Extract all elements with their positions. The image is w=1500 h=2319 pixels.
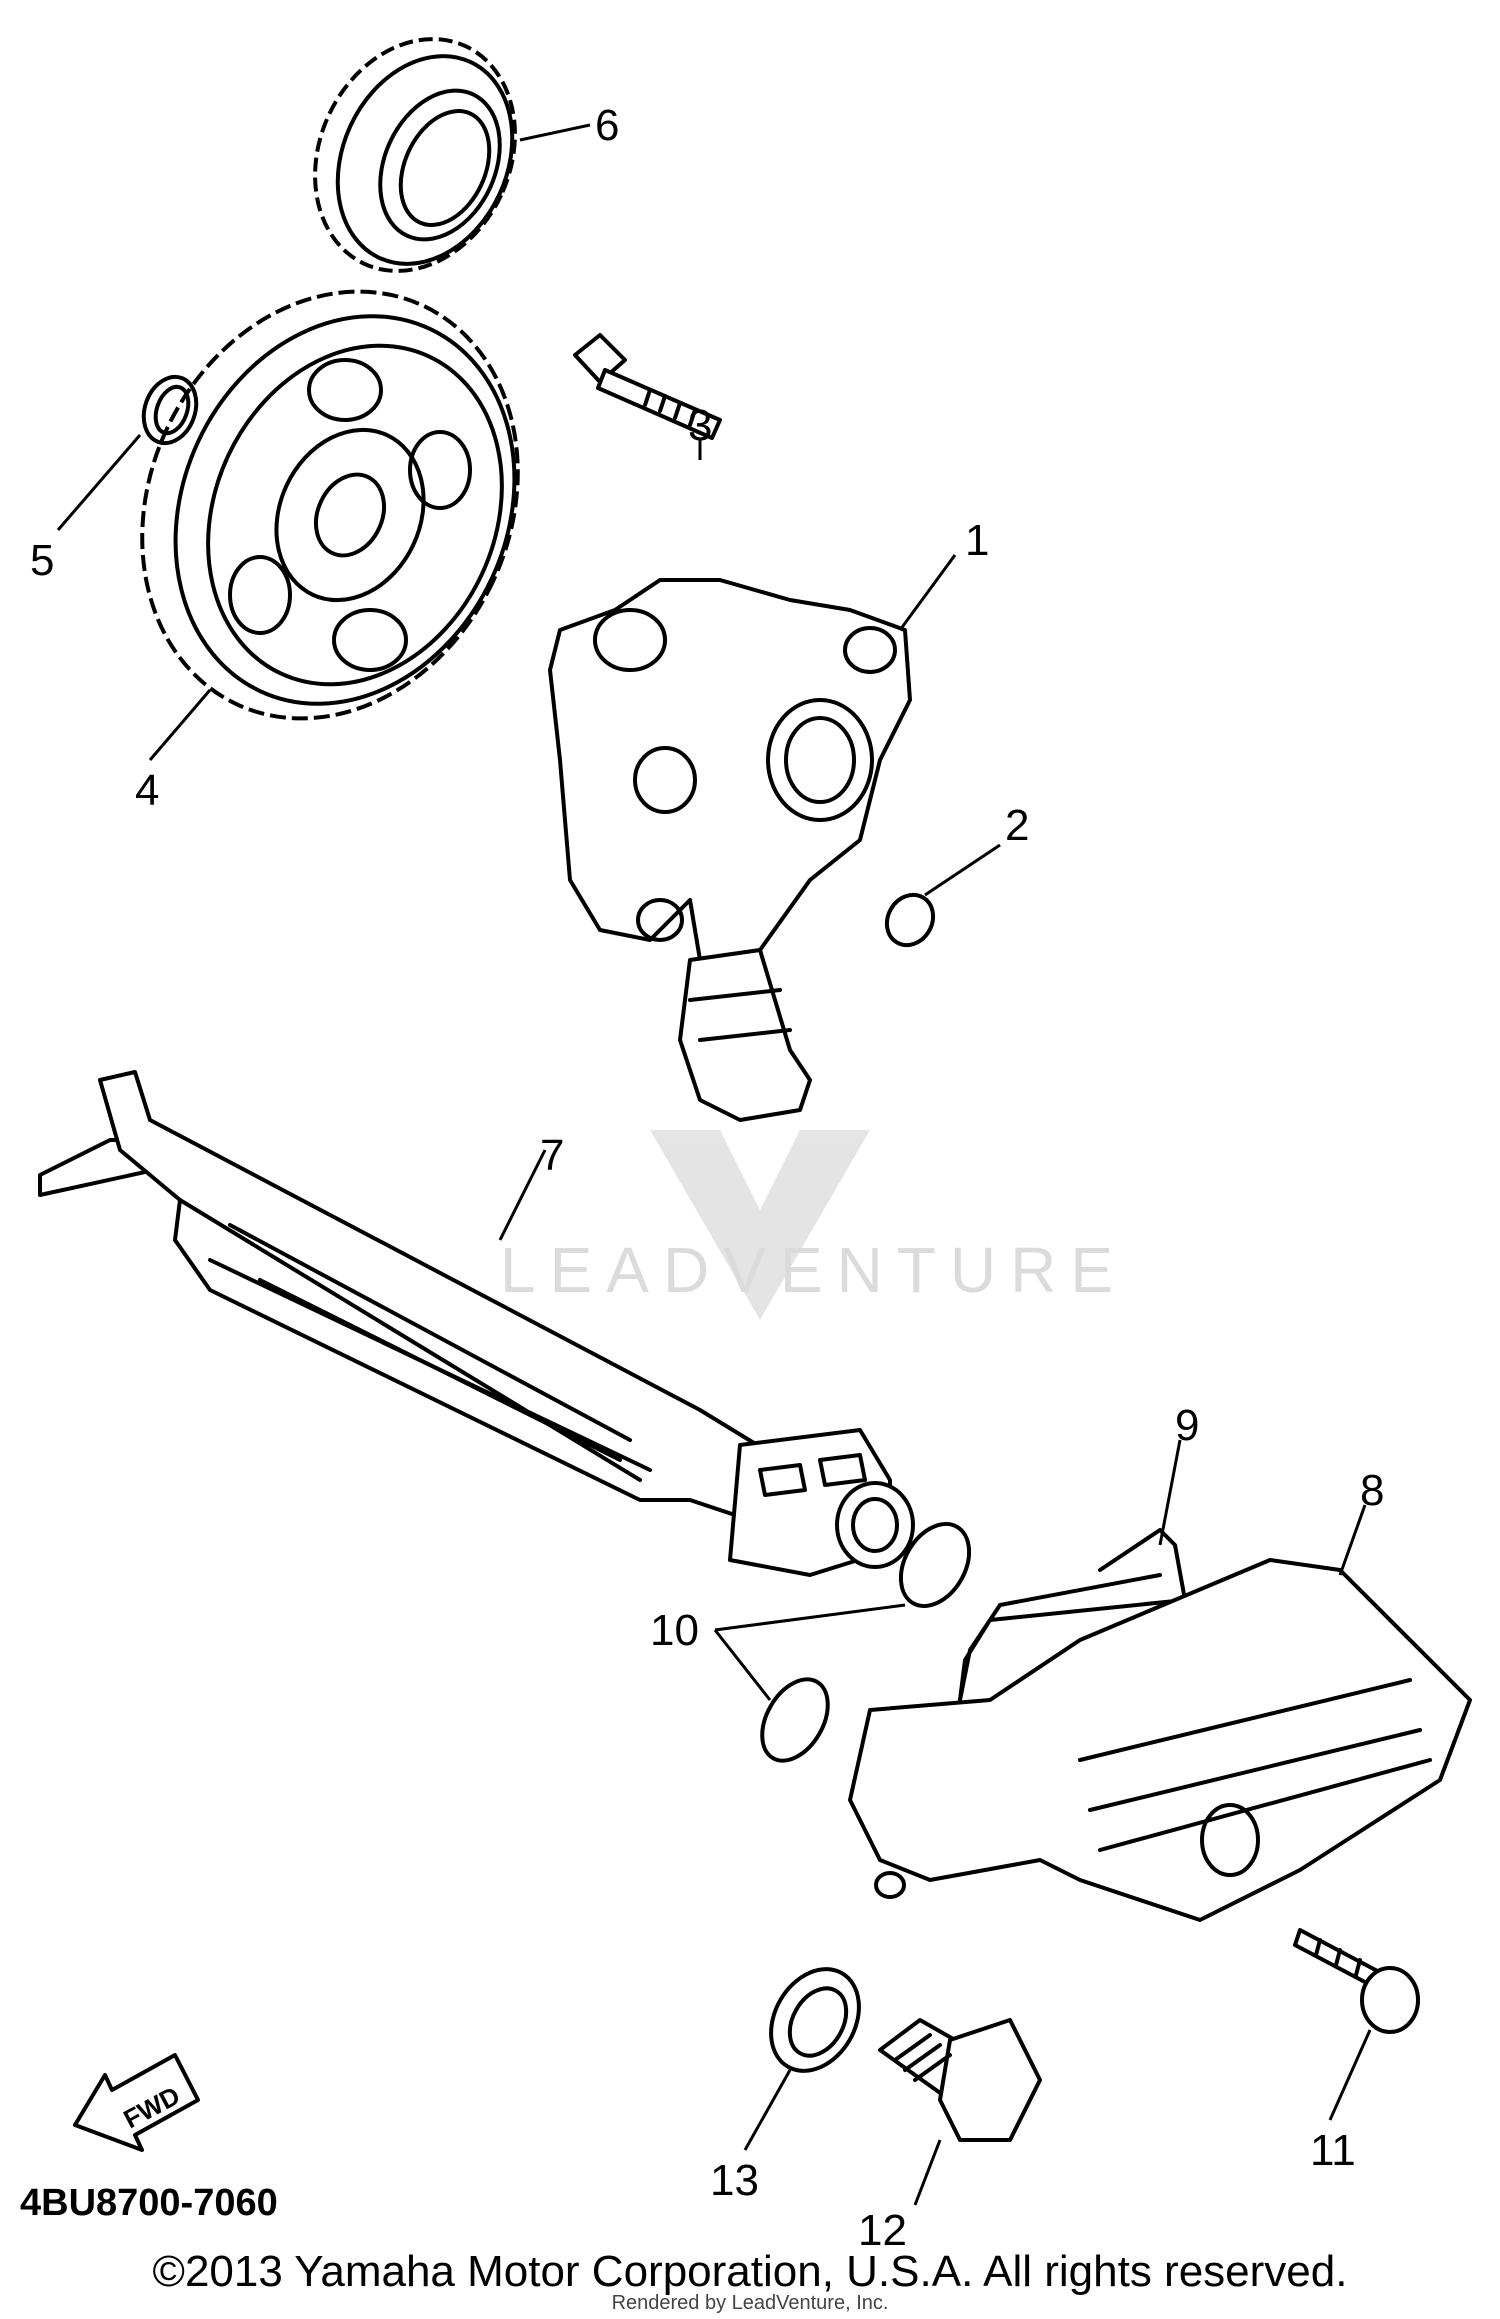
strainer-cover[interactable]	[848, 1558, 1472, 1922]
forward-arrow: FWD	[73, 2053, 200, 2152]
callout-13: 13	[710, 2156, 759, 2205]
watermark-text: LEADVENTURE	[500, 1234, 1127, 1306]
callout-8: 8	[1360, 1466, 1384, 1515]
small-gear[interactable]	[278, 6, 552, 304]
drain-bolt[interactable]	[878, 2018, 1042, 2142]
rendered-by: Rendered by LeadVenture, Inc.	[611, 2292, 889, 2314]
callout-10: 10	[650, 1606, 699, 1655]
screw[interactable]	[1293, 1928, 1420, 2034]
callout-4: 4	[135, 766, 159, 815]
o-ring-lower[interactable]	[749, 1668, 841, 1772]
watermark-logo: LEADVENTURE	[500, 1130, 1127, 1320]
callout-9: 9	[1175, 1401, 1199, 1450]
oil-strainer[interactable]	[38, 1070, 915, 1577]
o-ring-small[interactable]	[878, 886, 942, 953]
large-gear[interactable]	[74, 230, 586, 781]
o-ring-upper[interactable]	[887, 1512, 983, 1618]
callout-7: 7	[540, 1131, 564, 1180]
callout-12: 12	[858, 2206, 907, 2255]
callout-2: 2	[1005, 801, 1029, 850]
oil-pump-body[interactable]	[548, 578, 912, 1122]
callout-11: 11	[1310, 2126, 1356, 2175]
callouts: 1 2 3 4 5 6 7 8 9 10 11 12 13	[30, 101, 1384, 2255]
part-code: 4BU8700-7060	[20, 2182, 278, 2224]
callout-5: 5	[30, 536, 54, 585]
callout-1: 1	[965, 516, 989, 565]
gasket[interactable]	[958, 1528, 1187, 1702]
leader-lines	[56, 123, 1372, 2206]
circlip[interactable]	[135, 369, 205, 450]
washer[interactable]	[753, 1953, 876, 2087]
callout-3: 3	[688, 401, 712, 450]
copyright-notice: ©2013 Yamaha Motor Corporation, U.S.A. A…	[152, 2247, 1348, 2296]
callout-6: 6	[595, 101, 619, 150]
bolt[interactable]	[573, 333, 722, 440]
